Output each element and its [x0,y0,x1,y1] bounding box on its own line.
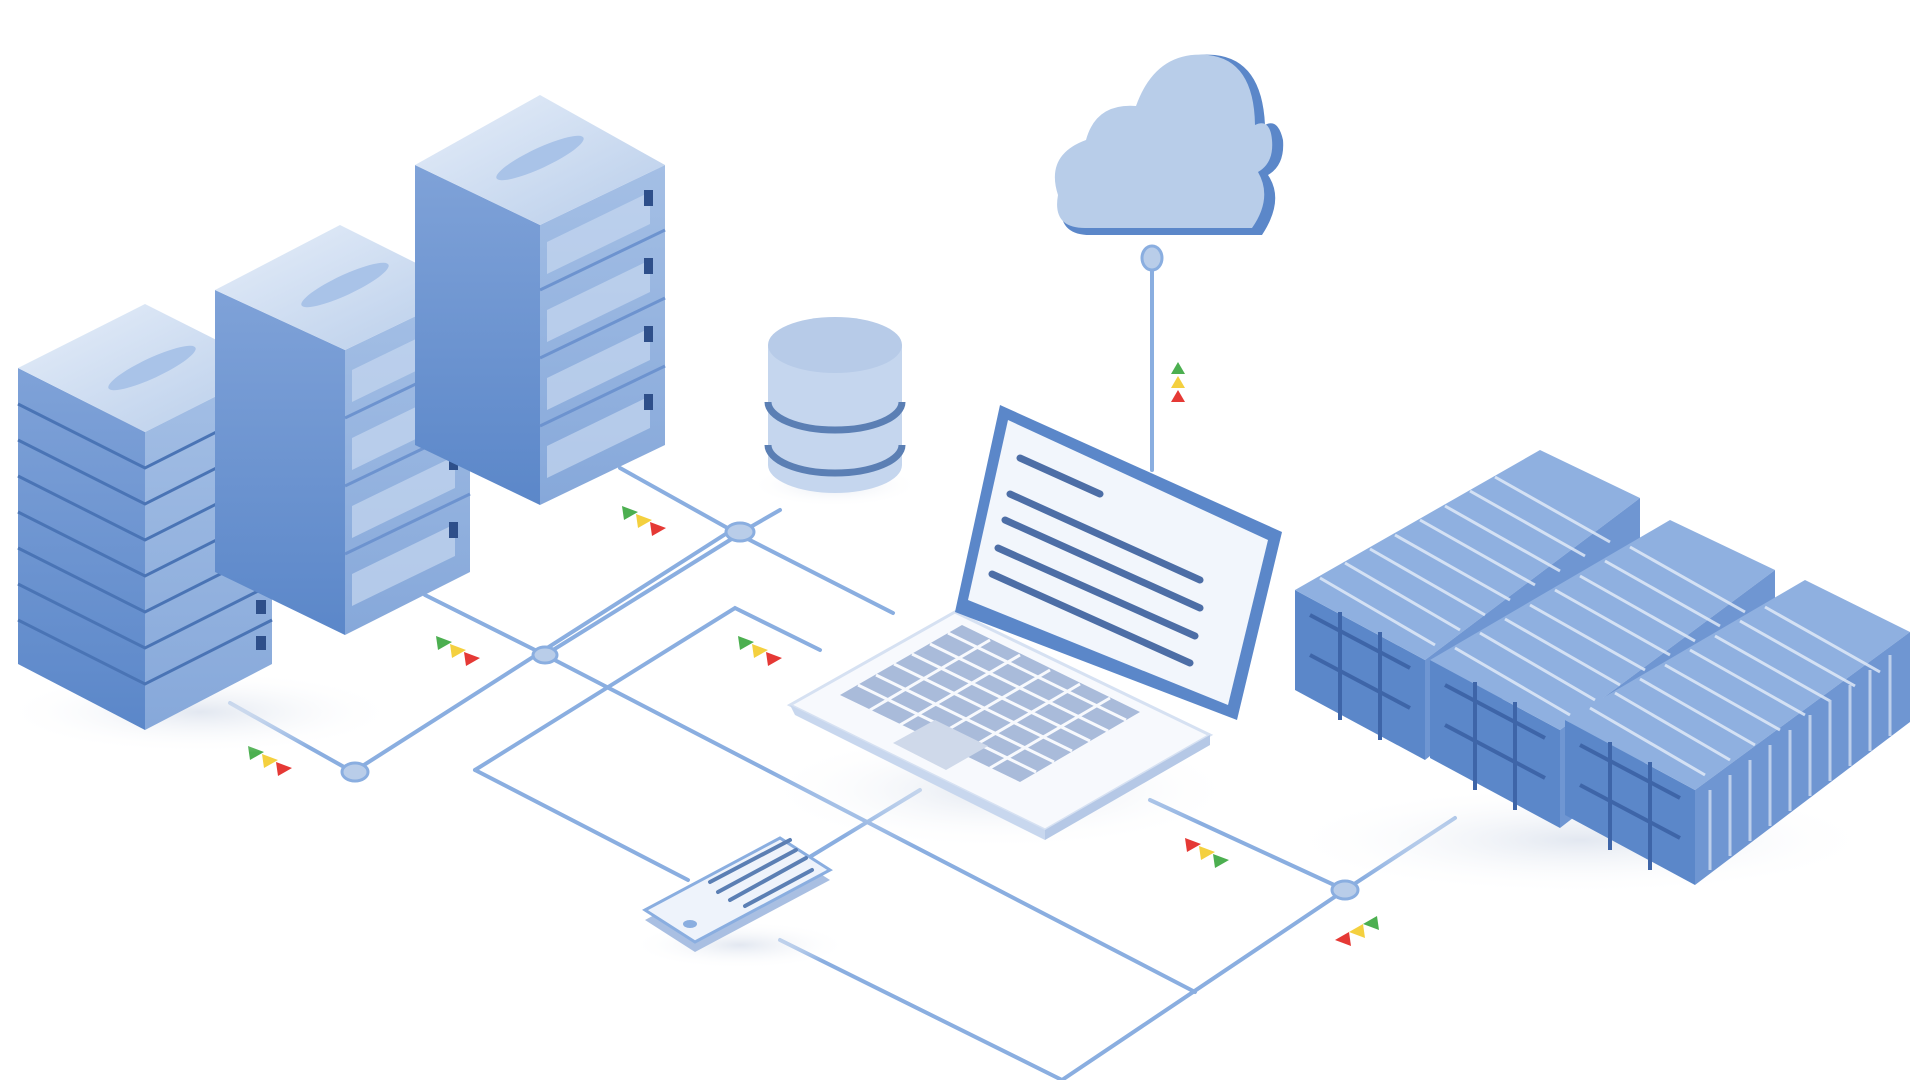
server-rack-medium [215,225,471,635]
line-mobile-bottom [778,938,1064,1080]
line-grid-left [473,768,690,882]
laptop-trackpad [893,720,988,770]
shipping-container-icon [1565,580,1910,885]
server-rack-tall [415,95,666,505]
traffic-signal-arrows-icon [1335,916,1379,946]
hub-node [724,521,756,543]
server-led-icons [644,190,653,410]
line-grid-loop [473,605,822,772]
database-cylinder-icon [750,317,920,507]
hub-node [340,761,370,783]
hub-node [531,645,559,665]
traffic-signal-arrows-icon [622,506,666,536]
laptop-icon [760,405,1282,850]
keyboard-key-grid [857,631,1127,774]
hub-node [1330,879,1360,901]
shipping-containers [1280,450,1910,895]
screen-text-lines [988,454,1204,667]
traffic-signal-arrows-icon [1171,362,1185,402]
traffic-signal-arrows-icon [436,636,480,666]
signal-indicators [248,362,1379,946]
cloud-icon [1054,54,1284,235]
traffic-signal-arrows-icon [738,636,782,666]
mobile-tablet-icon [630,836,850,969]
hub-nodes [340,244,1360,901]
traffic-signal-arrows-icon [1185,838,1229,868]
server-grille [547,192,650,478]
hub-node [1140,244,1164,272]
server-unit-stripes [539,228,666,428]
